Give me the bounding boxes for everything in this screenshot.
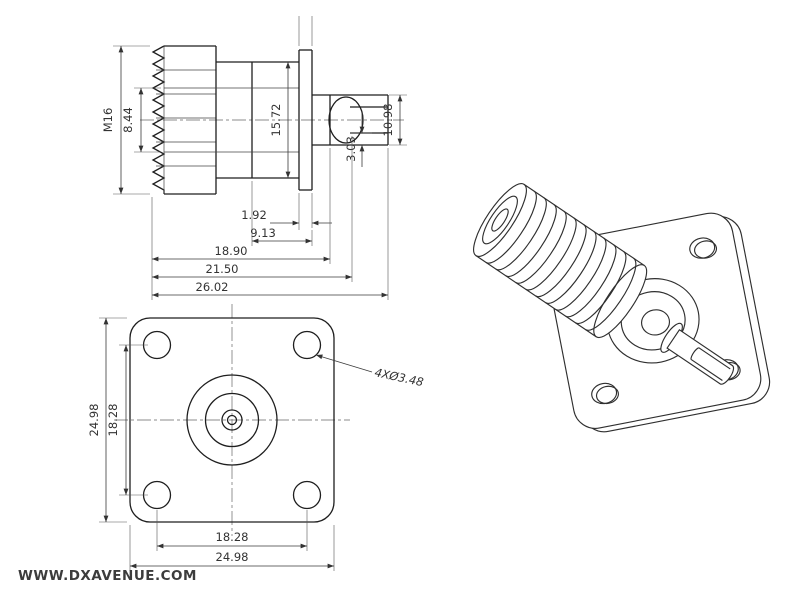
iso-boss-hub	[640, 309, 671, 336]
dim-mounting-holes: 4XØ3.48	[373, 365, 424, 389]
solder-cup-mouth	[328, 96, 364, 144]
front-view: 4XØ3.48 18.28 24.98 18.28 24.98	[87, 304, 425, 571]
mounting-hole	[292, 330, 322, 360]
dim-hole-pitch-horizontal: 18.28	[216, 530, 249, 544]
dim-hole-pitch-vertical: 18.28	[106, 404, 120, 437]
mounting-hole	[292, 480, 322, 510]
dim-mid-length: 21.50	[206, 262, 239, 276]
dim-rear-length: 9.13	[250, 226, 276, 240]
iso-mating-face	[473, 183, 527, 257]
iso-mating-insulator	[482, 195, 518, 245]
iso-view	[473, 183, 771, 433]
iso-rear-pin	[660, 322, 735, 385]
contact-bore-circle	[226, 414, 238, 426]
side-view-geometry	[151, 16, 389, 195]
flange-outline	[129, 317, 335, 523]
dim-body-diameter: 15.72	[269, 104, 283, 137]
dim-flange-width: 24.98	[216, 550, 249, 564]
dim-rear-diameter: 10.98	[381, 104, 395, 137]
connector-body-circle	[186, 374, 278, 466]
insulator-circle	[204, 392, 260, 448]
dim-flange-height: 24.98	[87, 404, 101, 437]
contact-outer-circle	[221, 409, 243, 431]
dim-rear-step: 3.03	[344, 136, 358, 162]
dim-thread-label: M16	[101, 108, 115, 133]
iso-pin-body	[666, 329, 735, 385]
dim-inner-diameter: 8.44	[121, 107, 135, 133]
dim-front-length: 18.90	[215, 244, 248, 258]
front-view-dimensions: 4XØ3.48 18.28 24.98 18.28 24.98	[87, 317, 425, 571]
side-view-dimensions: M16 8.44 15.72 10.98 3.03 1.92	[101, 45, 407, 300]
iso-mating-contact	[491, 208, 509, 232]
side-view: M16 8.44 15.72 10.98 3.03 1.92	[101, 16, 407, 300]
watermark-text: WWW.DXAVENUE.COM	[18, 568, 197, 584]
dim-overall-length: 26.02	[196, 280, 229, 294]
iso-threaded-barrel	[473, 183, 648, 339]
dim-flange-thickness: 1.92	[241, 208, 267, 222]
thread-profile	[151, 45, 166, 194]
front-view-geometry	[129, 317, 335, 523]
